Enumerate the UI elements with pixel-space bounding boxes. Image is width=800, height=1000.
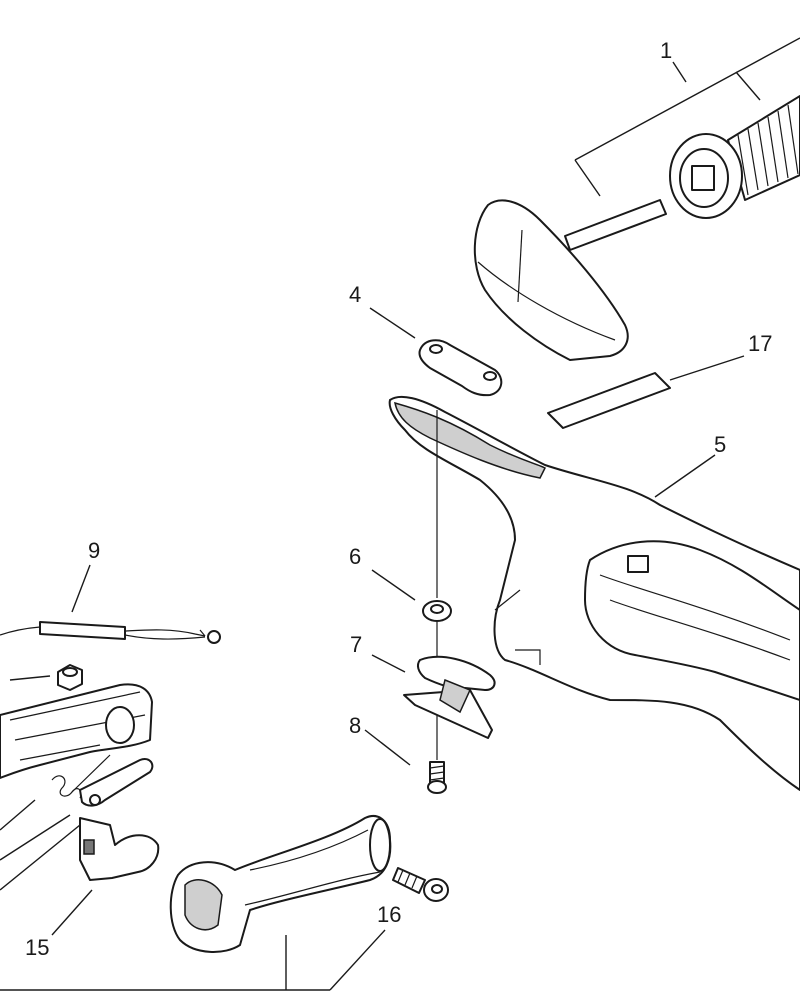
part-6-washer	[422, 600, 452, 622]
callout-16: 16	[377, 902, 401, 927]
nut	[57, 664, 83, 691]
callout-6: 6	[349, 544, 361, 569]
part-9-cable	[0, 621, 221, 644]
part-17-label	[547, 372, 671, 429]
part-15-trigger-lever	[79, 817, 160, 881]
part-4-link-plate	[418, 339, 503, 397]
callout-8: 8	[349, 713, 361, 738]
left-housing	[0, 683, 153, 779]
part-1-grip-assembly	[473, 95, 800, 361]
part-7-bracket	[403, 655, 496, 739]
callout-labels: 1 4 17 5 6 7 8 9 15 16	[25, 38, 772, 960]
part-5-handle-frame	[388, 395, 800, 791]
callout-17: 17	[748, 331, 772, 356]
spring-and-trigger	[51, 754, 154, 807]
rear-grip	[169, 815, 392, 953]
callout-15: 15	[25, 935, 49, 960]
callout-7: 7	[350, 632, 362, 657]
callout-5: 5	[714, 432, 726, 457]
callout-9: 9	[88, 538, 100, 563]
callout-1: 1	[660, 38, 672, 63]
part-8-screw	[427, 761, 447, 794]
leader-lines	[0, 37, 800, 991]
callout-4: 4	[349, 282, 361, 307]
part-16-bolt	[392, 867, 449, 902]
